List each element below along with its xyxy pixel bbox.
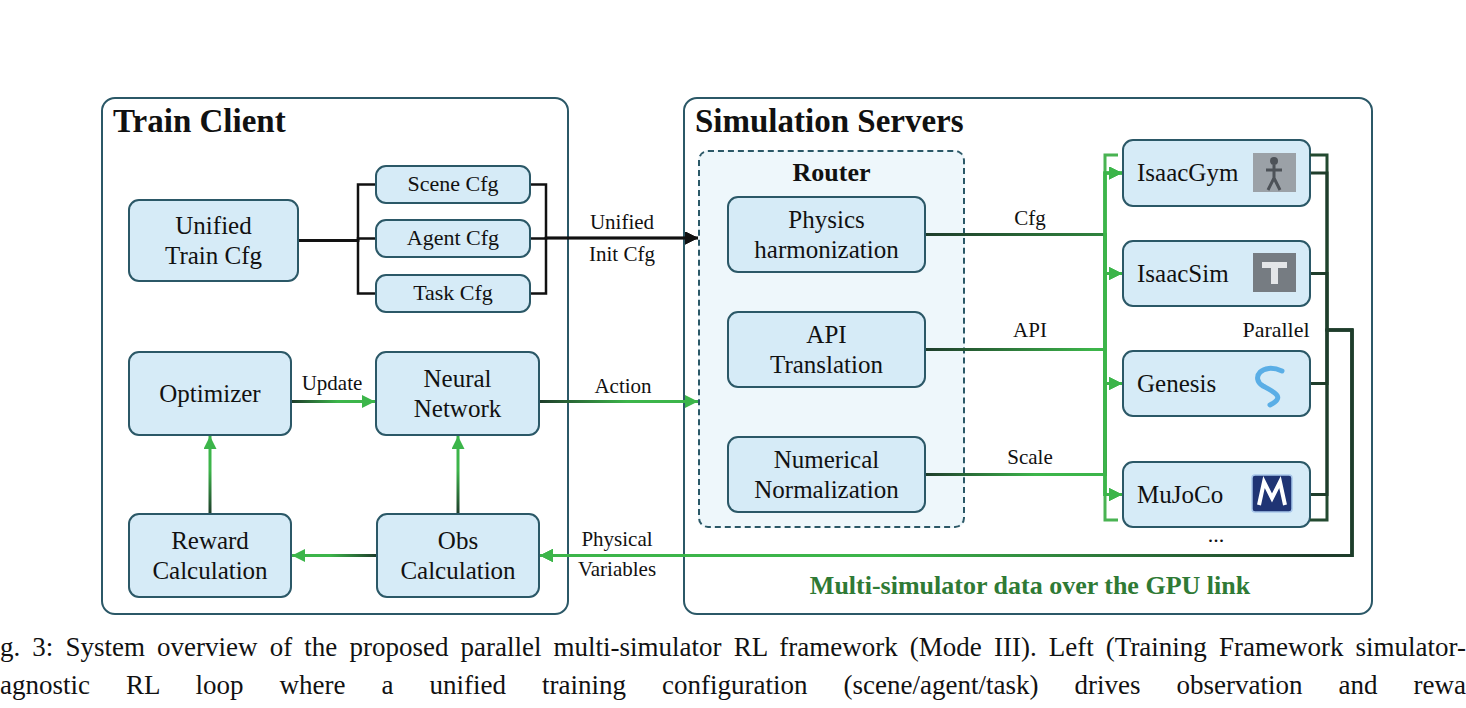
simulator-box: IsaacSim	[1122, 240, 1311, 307]
bracket	[1105, 155, 1118, 520]
simulator-icon	[1266, 165, 1282, 190]
connector	[926, 173, 1122, 235]
node-label: Optimizer	[159, 379, 260, 409]
simulator-icon	[1252, 475, 1292, 512]
connector	[926, 235, 1122, 495]
connector	[926, 235, 1122, 274]
edge-label: Unified Init Cfg	[582, 206, 662, 270]
simulator-icon	[1258, 368, 1282, 405]
node-label: Reward Calculation	[140, 526, 280, 586]
group-panel: Simulation ServersRouterPhysics harmoniz…	[683, 97, 1373, 615]
process-box: Task Cfg	[375, 274, 531, 313]
node-label: IsaacGym	[1137, 159, 1238, 187]
connector	[292, 554, 376, 557]
node-label: Physics harmonization	[739, 205, 914, 265]
process-box: API Translation	[727, 311, 926, 388]
connector	[926, 173, 1122, 475]
node-label: Neural Network	[400, 364, 515, 424]
group-panel: Train ClientUnified Train Cfg Scene CfgAg…	[101, 97, 569, 615]
connector	[531, 237, 698, 240]
process-box: Physics harmonization	[727, 196, 926, 273]
edge-label: Cfg	[1000, 206, 1060, 230]
connector	[926, 274, 1122, 475]
connector	[926, 235, 1122, 384]
simulator-icon	[1259, 482, 1285, 505]
connector	[926, 350, 1122, 384]
connector	[540, 274, 1352, 556]
connector	[926, 274, 1122, 350]
connector	[926, 475, 1122, 495]
figure-caption: g. 3: System overview of the proposed pa…	[0, 628, 1466, 704]
connector	[457, 436, 460, 513]
simulator-box: MuJoCo	[1122, 461, 1311, 528]
connector	[540, 330, 1352, 556]
connector	[299, 239, 375, 241]
simulator-box: Genesis	[1122, 350, 1311, 417]
group-title: Train Client	[113, 103, 286, 140]
group-title: Router	[700, 158, 963, 188]
connector	[540, 400, 698, 403]
process-box: Obs Calculation	[376, 513, 540, 598]
edge-label: API	[1000, 318, 1060, 342]
connector	[540, 330, 1352, 556]
simulator-box: IsaacGym	[1122, 139, 1311, 207]
node-label: Obs Calculation	[388, 526, 528, 586]
node-label: Scene Cfg	[407, 171, 498, 197]
router-group: RouterPhysics harmonizationAPI Translati…	[698, 150, 965, 528]
connector	[540, 173, 1352, 556]
annotation: ...	[1208, 522, 1225, 548]
process-box: Reward Calculation	[128, 513, 292, 598]
edge-label: Action	[578, 374, 668, 398]
annotation: Parallel	[1242, 317, 1309, 343]
node-label: Task Cfg	[413, 280, 493, 306]
simulator-icon	[1253, 253, 1296, 292]
node-label: Numerical Normalization	[734, 445, 919, 505]
process-box: Numerical Normalization	[727, 436, 926, 513]
connector	[926, 173, 1122, 350]
connector	[926, 384, 1122, 475]
footer-note: Multi-simulator data over the GPU link	[810, 571, 1250, 601]
process-box: Agent Cfg	[375, 219, 531, 258]
process-box: Scene Cfg	[375, 165, 531, 204]
simulator-icon	[1270, 157, 1278, 165]
connector	[926, 350, 1122, 495]
edge-label: Update	[287, 371, 377, 395]
group-title: Simulation Servers	[695, 103, 964, 140]
edge-label: Physical Variables	[567, 524, 667, 584]
process-box: Optimizer	[128, 351, 292, 436]
edge-label: Scale	[995, 445, 1065, 469]
node-label: IsaacSim	[1137, 260, 1229, 288]
node-label: Unified Train Cfg	[156, 211, 271, 271]
connector	[209, 436, 212, 513]
connector	[299, 241, 375, 294]
simulator-icon	[1262, 262, 1287, 284]
connector	[292, 400, 375, 403]
node-label: Agent Cfg	[407, 225, 499, 251]
process-box: Neural Network	[375, 351, 540, 436]
process-box: Unified Train Cfg	[128, 199, 299, 282]
node-label: MuJoCo	[1137, 481, 1223, 509]
node-label: API Translation	[754, 320, 899, 380]
connector	[299, 185, 375, 241]
simulator-icon	[1253, 153, 1296, 192]
bracket	[1310, 155, 1327, 520]
node-label: Genesis	[1137, 370, 1216, 398]
